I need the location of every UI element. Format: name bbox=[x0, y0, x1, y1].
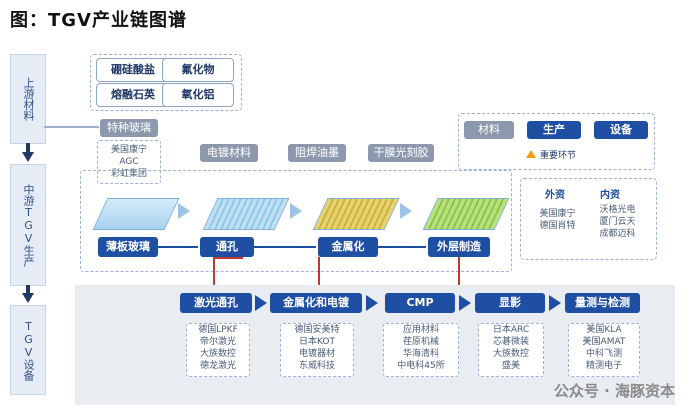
vendors-laser-via: 德国LPKF 帝尔激光 大族数控 德龙激光 bbox=[186, 323, 250, 377]
equipment-cmp: CMP bbox=[385, 293, 455, 313]
arrow-right-icon bbox=[366, 295, 378, 311]
stage-midstream: 中游TGV生产 bbox=[10, 164, 46, 286]
wafer-metallized-icon bbox=[312, 198, 400, 230]
legend-equipment: 设备 bbox=[594, 121, 648, 139]
material-fluoride: 氟化物 bbox=[162, 58, 234, 82]
flow-line bbox=[378, 246, 426, 248]
stage-downstream: TGV设备 bbox=[10, 305, 46, 395]
key-link-icon bbox=[526, 150, 536, 158]
glass-vendors-box bbox=[520, 178, 657, 260]
stage-connector bbox=[26, 285, 30, 295]
link-line bbox=[318, 257, 320, 285]
stage-upstream: 上游材料 bbox=[10, 54, 46, 144]
equipment-development: 显影 bbox=[475, 293, 545, 313]
legend-production: 生产 bbox=[527, 121, 581, 139]
legend-material: 材料 bbox=[464, 121, 514, 139]
flow-line bbox=[158, 246, 198, 248]
page-title: 图：TGV产业链图谱 bbox=[10, 10, 187, 31]
vendors-metrology: 美国KLA 美国AMAT 中科飞测 精测电子 bbox=[568, 323, 640, 377]
domestic-vendors: 沃格光电 厦门云天 成都迈科 bbox=[599, 205, 636, 239]
connector-line bbox=[44, 126, 99, 128]
domestic-title: 内资 bbox=[600, 190, 620, 201]
production-step-via: 通孔 bbox=[200, 237, 254, 257]
flow-line bbox=[254, 246, 316, 248]
foreign-vendors: 美国康宁 德国肖特 bbox=[539, 209, 576, 231]
stage-connector bbox=[26, 143, 30, 153]
production-step-thin-glass: 薄板玻璃 bbox=[98, 237, 158, 257]
equipment-laser-via: 激光通孔 bbox=[180, 293, 252, 313]
link-line bbox=[213, 257, 243, 259]
arrow-right-icon bbox=[549, 295, 561, 311]
production-flow-frame bbox=[80, 170, 512, 272]
arrow-right-icon bbox=[400, 203, 412, 219]
raw-materials-group bbox=[90, 54, 242, 111]
material-borosilicate: 硼硅酸盐 bbox=[96, 58, 170, 82]
special-glass-label: 特种玻璃 bbox=[100, 119, 158, 137]
wafer-via-icon bbox=[202, 198, 290, 230]
down-arrow-icon bbox=[22, 293, 34, 303]
special-glass-vendors: 美国康宁 AGC 彩虹集团 bbox=[97, 140, 161, 184]
wafer-plain-icon bbox=[92, 198, 180, 230]
process-material-solder-ink: 阻焊油墨 bbox=[288, 144, 346, 162]
production-step-metallization: 金属化 bbox=[318, 237, 378, 257]
vendors-metallization: 德国安美特 日本KOT 电镀器材 东威科技 bbox=[280, 323, 354, 377]
material-alumina: 氧化铝 bbox=[162, 83, 234, 107]
equipment-metallization-plating: 金属化和电镀 bbox=[270, 293, 362, 313]
legend-key-link: 重要环节 bbox=[540, 151, 577, 161]
wafer-outer-layer-icon bbox=[422, 198, 510, 230]
link-line bbox=[458, 257, 460, 285]
legend bbox=[458, 113, 655, 170]
vendors-cmp: 应用材料 荏原机械 华海清科 中电科45所 bbox=[383, 323, 459, 377]
arrow-right-icon bbox=[459, 295, 471, 311]
foreign-title: 外资 bbox=[545, 190, 565, 201]
arrow-right-icon bbox=[290, 203, 302, 219]
production-step-outer-layer: 外层制造 bbox=[428, 237, 490, 257]
arrow-right-icon bbox=[255, 295, 267, 311]
process-material-plating: 电镀材料 bbox=[200, 144, 258, 162]
process-material-dry-film: 干膜光刻胶 bbox=[368, 144, 434, 162]
arrow-right-icon bbox=[178, 203, 190, 219]
link-line bbox=[213, 257, 215, 285]
material-fused-quartz: 熔融石英 bbox=[96, 83, 170, 107]
watermark: 公众号 · 海豚资本 bbox=[553, 382, 675, 400]
down-arrow-icon bbox=[22, 152, 34, 162]
equipment-metrology: 量测与检测 bbox=[565, 293, 640, 313]
vendors-development: 日本ARC 芯碁微装 大族数控 盛美 bbox=[478, 323, 544, 377]
